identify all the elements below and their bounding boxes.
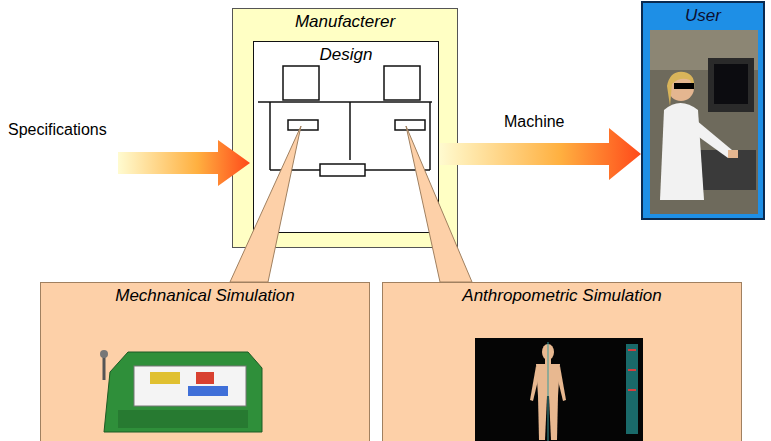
- user-photo: [650, 30, 758, 214]
- callout-wedge: [230, 126, 301, 282]
- box-title: Design: [320, 45, 373, 65]
- flow-label: Specifications: [8, 120, 107, 140]
- box-title: User: [685, 6, 721, 26]
- design-schematic: [258, 66, 432, 176]
- input-arrow: [118, 140, 250, 186]
- edge-label: Machine: [504, 112, 564, 132]
- human-model-screen: [475, 338, 643, 441]
- flow-arrow: [439, 128, 641, 180]
- callout-wedge: [406, 126, 472, 282]
- box-title: Mechnanical Simulation: [115, 286, 295, 306]
- box-title: Anthropometric Simulation: [462, 286, 661, 306]
- machine-illustration: [100, 350, 262, 432]
- box-title: Manufacterer: [295, 12, 395, 32]
